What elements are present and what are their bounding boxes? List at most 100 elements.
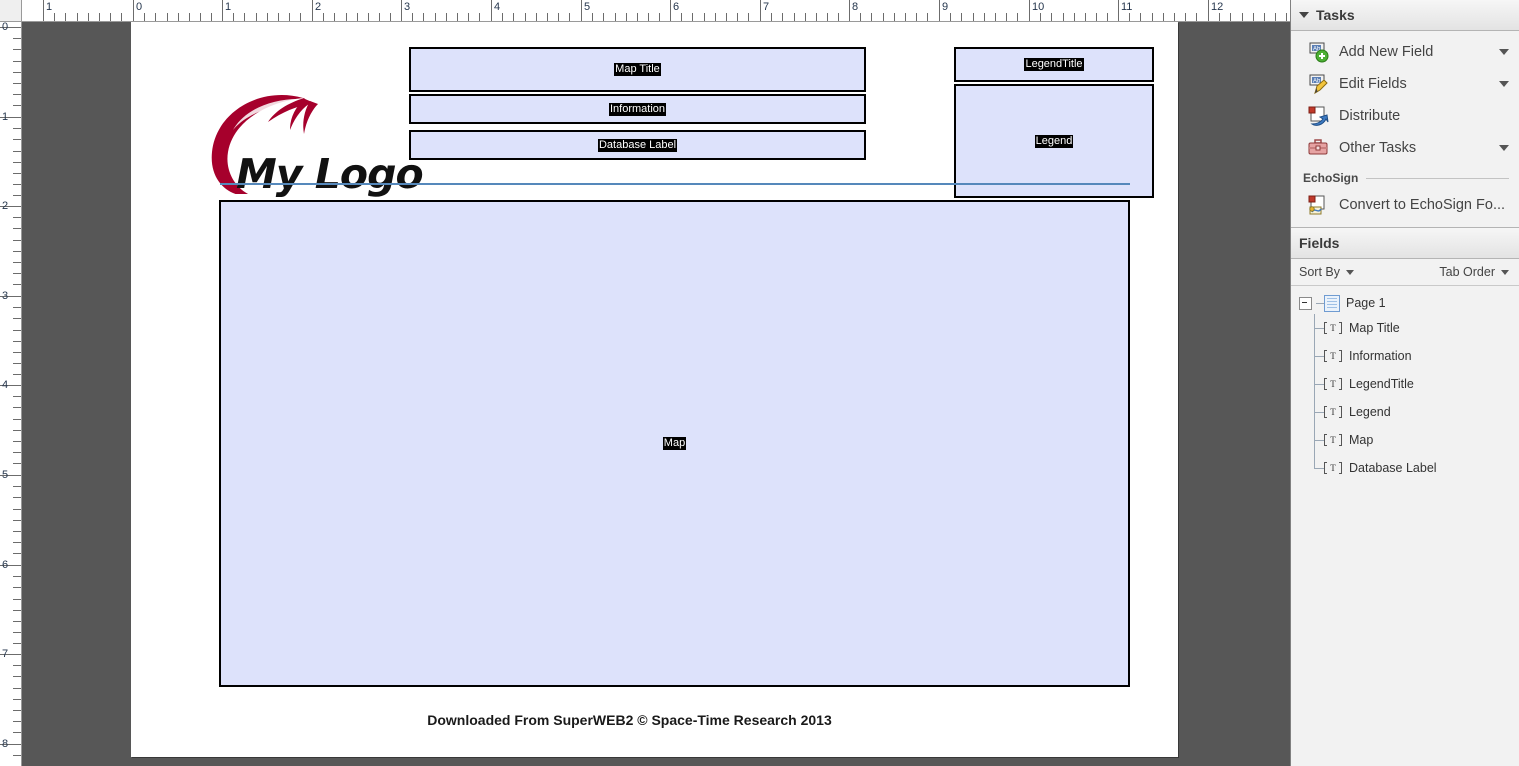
tree-item-map-title[interactable]: T Map Title <box>1291 314 1519 342</box>
ruler-tick-minor <box>13 94 21 95</box>
form-field-map[interactable]: Map <box>219 200 1130 687</box>
ruler-tick-minor <box>211 13 212 21</box>
tasks-list: Ab Add New Field Ab <box>1291 31 1519 221</box>
ruler-tick-minor <box>13 542 21 543</box>
text-field-icon: T <box>1324 406 1342 418</box>
tree-item-label: Database Label <box>1349 461 1437 475</box>
ruler-label: 0 <box>136 1 143 13</box>
ruler-tick-minor <box>13 307 21 308</box>
form-field-information[interactable]: Information <box>409 94 866 124</box>
ruler-tick-minor <box>13 621 21 622</box>
ruler-tick-minor <box>468 13 469 21</box>
ruler-tick-minor <box>13 452 21 453</box>
ruler-tick-minor <box>13 587 21 588</box>
tree-item-map[interactable]: T Map <box>1291 426 1519 454</box>
ruler-tick-minor <box>1275 13 1276 21</box>
collapse-expander-icon[interactable] <box>1299 296 1312 310</box>
ruler-tick-minor <box>513 13 514 21</box>
ruler-label: 0 <box>2 22 9 33</box>
ruler-tick-major <box>401 0 402 21</box>
text-field-icon: T <box>1324 322 1342 334</box>
ruler-label: 1 <box>2 111 9 123</box>
ruler-tick-minor <box>323 13 324 21</box>
ruler-tick-minor <box>13 284 21 285</box>
ruler-tick-minor <box>457 13 458 21</box>
ruler-tick-minor <box>13 262 21 263</box>
task-item-convert-to-echosign[interactable]: Convert to EchoSign Fo... <box>1291 189 1519 221</box>
ruler-tick-minor <box>961 13 962 21</box>
document-canvas[interactable]: My Logo Map Title Information Database L… <box>22 22 1290 766</box>
field-label: Legend <box>1034 134 1074 148</box>
form-field-map-title[interactable]: Map Title <box>409 47 866 92</box>
ruler-tick-minor <box>1006 13 1007 21</box>
horizontal-divider-rule <box>220 183 1130 185</box>
echosign-section-label: EchoSign <box>1291 164 1519 189</box>
chevron-down-icon <box>1501 269 1509 275</box>
form-field-legend[interactable]: Legend <box>954 84 1154 198</box>
task-item-other-tasks[interactable]: Other Tasks <box>1291 132 1519 164</box>
ruler-tick-minor <box>637 13 638 21</box>
field-label: Information <box>608 102 667 116</box>
ruler-label: 2 <box>315 1 322 13</box>
ruler-tick-major <box>0 296 21 297</box>
tree-item-database-label[interactable]: T Database Label <box>1291 454 1519 482</box>
ruler-tick-minor <box>1129 13 1130 21</box>
ruler-tick-minor <box>379 13 380 21</box>
ruler-label: 7 <box>763 1 770 13</box>
tree-item-legend-title[interactable]: T LegendTitle <box>1291 370 1519 398</box>
ruler-tick-minor <box>13 363 21 364</box>
ruler-label: 8 <box>852 1 859 13</box>
ruler-tick-minor <box>13 195 21 196</box>
ruler-tick-major <box>0 117 21 118</box>
tree-item-legend[interactable]: T Legend <box>1291 398 1519 426</box>
field-label: Map <box>662 437 687 450</box>
form-field-database-label[interactable]: Database Label <box>409 130 866 160</box>
field-label: Map Title <box>614 63 661 76</box>
ruler-tick-minor <box>558 13 559 21</box>
ruler-tick-major <box>1118 0 1119 21</box>
ruler-tick-major <box>1208 0 1209 21</box>
chevron-down-icon[interactable] <box>1499 49 1509 55</box>
ruler-tick-minor <box>1286 13 1287 21</box>
chevron-down-icon[interactable] <box>1499 145 1509 151</box>
text-field-icon: T <box>1324 434 1342 446</box>
tab-order-button[interactable]: Tab Order <box>1439 265 1509 279</box>
ruler-tick-minor <box>167 13 168 21</box>
ruler-tick-major <box>939 0 940 21</box>
ruler-tick-minor <box>13 419 21 420</box>
ruler-label: 6 <box>673 1 680 13</box>
ruler-tick-minor <box>13 721 21 722</box>
ruler-tick-minor <box>883 13 884 21</box>
ruler-tick-major <box>0 206 21 207</box>
ruler-tick-minor <box>1174 13 1175 21</box>
sort-by-button[interactable]: Sort By <box>1299 265 1354 279</box>
ruler-tick-minor <box>334 13 335 21</box>
ruler-label: 12 <box>1211 1 1224 13</box>
ruler-tick-minor <box>13 38 21 39</box>
form-field-legend-title[interactable]: LegendTitle <box>954 47 1154 82</box>
ruler-tick-minor <box>13 688 21 689</box>
ruler-tick-minor <box>860 13 861 21</box>
ruler-tick-minor <box>871 13 872 21</box>
fields-panel-header[interactable]: Fields <box>1291 227 1519 259</box>
ruler-tick-minor <box>13 240 21 241</box>
tasks-panel-header[interactable]: Tasks <box>1291 0 1519 31</box>
task-item-edit-fields[interactable]: Ab Edit Fields <box>1291 68 1519 100</box>
task-item-add-new-field[interactable]: Ab Add New Field <box>1291 36 1519 68</box>
ruler-tick-minor <box>13 72 21 73</box>
logo: My Logo <box>200 74 424 198</box>
distribute-icon <box>1307 105 1329 127</box>
ruler-tick-minor <box>13 352 21 353</box>
document-page[interactable]: My Logo Map Title Information Database L… <box>131 22 1178 757</box>
chevron-down-icon <box>1346 269 1354 275</box>
tree-item-information[interactable]: T Information <box>1291 342 1519 370</box>
field-label: Database Label <box>597 138 678 152</box>
chevron-down-icon[interactable] <box>1499 81 1509 87</box>
task-label: Edit Fields <box>1339 76 1407 92</box>
tree-node-page-1[interactable]: Page 1 <box>1291 292 1519 314</box>
ruler-tick-minor <box>894 13 895 21</box>
task-item-distribute[interactable]: Distribute <box>1291 100 1519 132</box>
